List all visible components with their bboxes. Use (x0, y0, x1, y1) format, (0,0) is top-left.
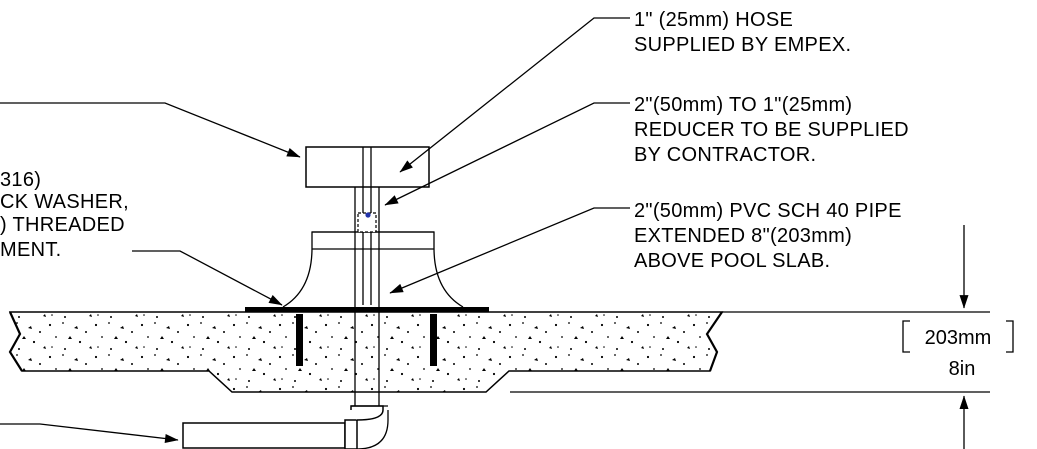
note-pipe-line2: EXTENDED 8"(203mm) (634, 225, 852, 247)
note-hose-line2: SUPPLIED BY EMPEX. (634, 34, 851, 56)
pool-slab (8, 311, 724, 393)
note-hose-line1: 1" (25mm) HOSE (634, 9, 793, 31)
note-anchor-partial: 316) CK WASHER, ) THREADED MENT. (0, 169, 135, 261)
note-pipe-line1: 2"(50mm) PVC SCH 40 PIPE (634, 200, 902, 222)
hose-cap (305, 146, 430, 188)
note-hose: 1" (25mm) HOSE SUPPLIED BY EMPEX. (634, 9, 851, 56)
note-anchor-line1: 316) (0, 169, 41, 191)
dimension-203mm (510, 225, 1014, 449)
note-anchor-line3: ) THREADED (0, 214, 125, 236)
note-reducer-line3: BY CONTRACTOR. (634, 144, 816, 166)
note-anchor-line2: CK WASHER, (0, 191, 129, 213)
elbow-and-horizontal-pipe (182, 405, 389, 449)
note-reducer-line1: 2"(50mm) TO 1"(25mm) (634, 94, 852, 116)
note-pipe: 2"(50mm) PVC SCH 40 PIPE EXTENDED 8"(203… (634, 200, 908, 272)
dimension-metric-label: 203mm (925, 327, 992, 349)
note-pipe-line3: ABOVE POOL SLAB. (634, 250, 830, 272)
dimension-imperial-label: 8in (949, 358, 976, 380)
anchor-bolt-right (430, 314, 437, 366)
anchor-bolt-left (296, 314, 303, 366)
note-anchor-line4: MENT. (0, 239, 62, 261)
note-reducer-line2: REDUCER TO BE SUPPLIED (634, 119, 909, 141)
leaders (0, 17, 630, 443)
note-reducer: 2"(50mm) TO 1"(25mm) REDUCER TO BE SUPPL… (634, 94, 915, 166)
fitting-base (245, 231, 489, 312)
reducer (357, 212, 377, 233)
